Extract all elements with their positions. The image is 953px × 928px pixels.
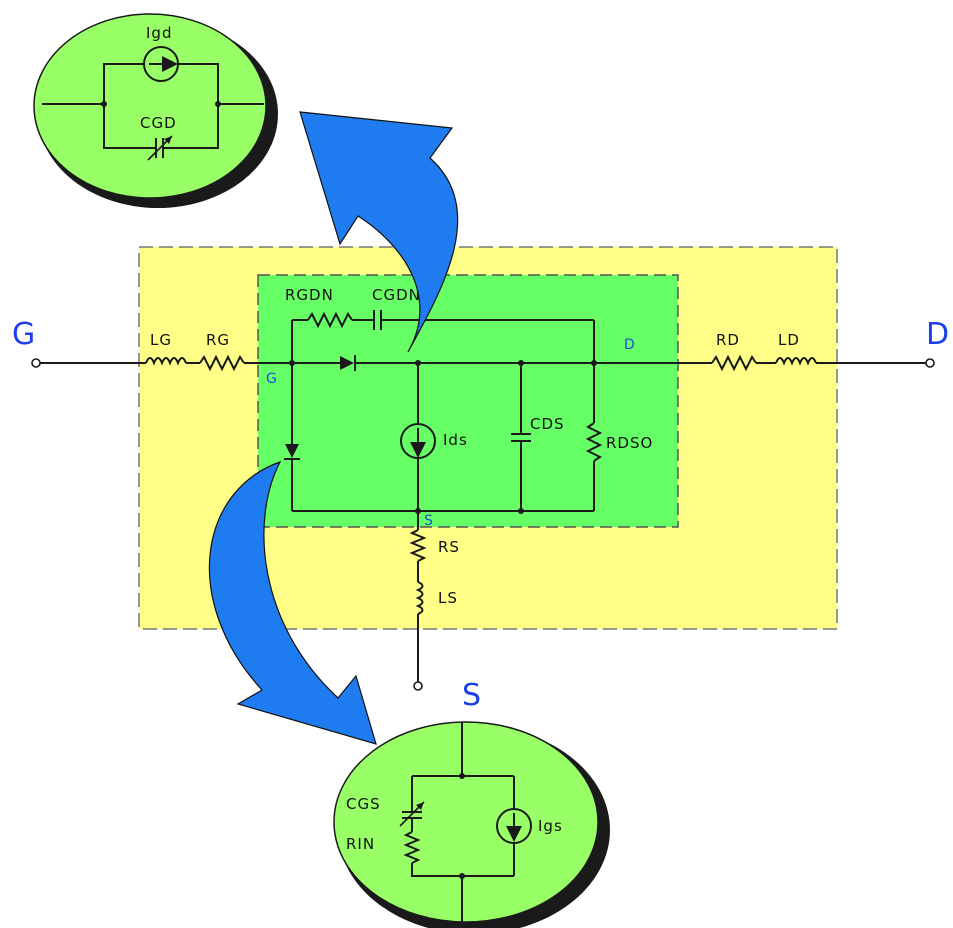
rd-label: RD [716,331,740,349]
gate-source-detail-bubble: CGS RIN Igs [333,721,610,928]
zoom-arrow-to-gate-source-detail [208,460,377,745]
cgd-label: CGD [140,114,177,132]
rdso-label: RDSO [606,434,653,452]
rin-label: RIN [346,835,375,853]
drain-terminal-pin [925,358,935,368]
intrinsic-device-box [257,274,679,528]
source-terminal-label: S [462,678,481,713]
gate-drain-diode [340,356,354,370]
ld-label: LD [778,331,800,349]
cds-label: CDS [530,415,565,433]
rdso-resistor [585,422,603,462]
cgs-label: CGS [346,795,381,813]
igd-current-source [143,46,179,82]
lg-inductor [145,357,187,366]
ls-label: LS [438,589,458,607]
rs-resistor [409,529,427,562]
gate-terminal-pin [31,358,41,368]
rin-resistor [403,831,421,864]
source-terminal-pin [413,681,423,691]
rg-label: RG [206,331,230,349]
ids-label: Ids [443,431,468,449]
ls-inductor [415,581,424,615]
gate-node-label: G [266,371,277,387]
igs-label: Igs [538,817,563,835]
rg-resistor [199,354,245,372]
rgdn-resistor [307,311,353,329]
igd-label: Igd [146,24,172,42]
rgdn-label: RGDN [285,286,334,304]
gate-drain-detail-bubble: Igd CGD [33,13,278,208]
lg-label: LG [150,331,172,349]
source-node-label: S [424,513,433,529]
cgdn-label: CGDN [372,286,421,304]
gate-source-diode [285,444,299,458]
rs-label: RS [438,538,460,556]
ld-inductor [775,357,817,366]
zoom-arrow-to-gate-drain-detail [299,111,459,353]
drain-node-label: D [624,337,635,353]
drain-terminal-label: D [926,317,949,352]
rd-resistor [711,354,757,372]
gate-terminal-label: G [12,317,35,352]
